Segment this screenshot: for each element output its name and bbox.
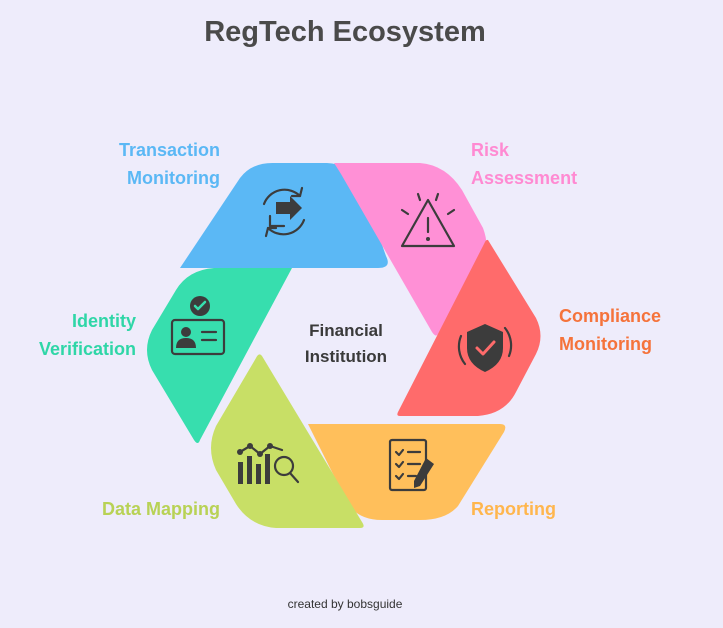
center-label: Financial Institution: [286, 318, 406, 370]
label-transaction-monitoring: Transaction Monitoring: [118, 140, 220, 188]
segment-transaction-monitoring: [180, 162, 388, 268]
chart-magnifier-icon: [237, 443, 300, 484]
segment-compliance-monitoring: [397, 239, 541, 416]
credit-text: created by bobsguide: [287, 597, 403, 611]
segment-risk-assessment: [334, 163, 487, 336]
label-data-mapping: Data Mapping: [101, 499, 220, 519]
label-compliance-monitoring: Compliance Monitoring: [559, 306, 662, 354]
label-reporting: Reporting: [471, 499, 556, 519]
label-risk-assessment: Risk Assessment: [471, 140, 578, 188]
center-label-line1: Financial: [309, 321, 383, 340]
segment-data-mapping: [211, 354, 364, 528]
segment-reporting: [308, 424, 506, 520]
page-title: RegTech Ecosystem: [204, 16, 486, 48]
checklist-pencil-icon: [388, 438, 434, 492]
shield-check-icon: [457, 324, 513, 372]
id-card-check-icon: [170, 296, 226, 356]
exchange-arrows-icon: [262, 186, 306, 238]
warning-triangle-icon: [400, 192, 456, 248]
label-identity-verification: Identity Verification: [38, 311, 136, 359]
segment-identity-verification: [147, 268, 292, 443]
center-label-line2: Institution: [304, 347, 388, 366]
